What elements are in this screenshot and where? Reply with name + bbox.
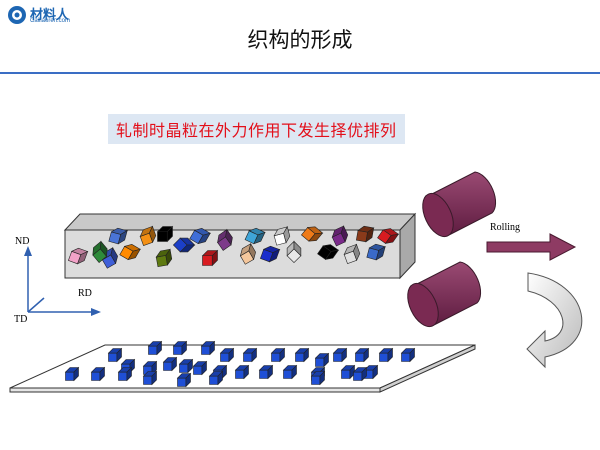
bar-grain: [189, 228, 212, 245]
bar-grain: [366, 243, 386, 261]
sheet-grains: [64, 340, 416, 388]
sheet-grain: [400, 347, 416, 363]
axis-label-td: TD: [14, 314, 27, 325]
sheet-grain: [172, 340, 188, 356]
sheet-grain: [162, 356, 178, 372]
sheet-grain: [64, 366, 80, 382]
bar-grain: [172, 237, 196, 253]
bar-grain: [301, 226, 324, 242]
bar-grain: [273, 226, 291, 246]
sheet-grain: [107, 347, 123, 363]
upper-roller: [422, 171, 497, 238]
bar-grain: [317, 244, 340, 260]
logo-icon: [8, 6, 26, 24]
sheet-grain: [142, 370, 158, 386]
sheet-grain: [176, 372, 192, 388]
bar-grains: [68, 225, 400, 269]
sheet-grain: [147, 340, 163, 356]
lower-roller: [407, 261, 482, 328]
bar-grain: [239, 242, 256, 265]
title-divider: [0, 72, 600, 74]
rolling-arrow: [486, 233, 577, 261]
bar-grain: [108, 227, 128, 245]
sheet-grain: [352, 366, 368, 382]
axis-triad: [24, 246, 101, 316]
sheet-grain: [208, 370, 224, 386]
page-title: 织构的形成: [247, 28, 353, 52]
bar-grain: [68, 247, 89, 265]
logo: 材料人 Cailiaoren.com: [6, 4, 96, 26]
sheet-grain: [332, 347, 348, 363]
bar-grain: [92, 240, 108, 263]
sheet-grain: [117, 366, 133, 382]
bar-grain: [343, 243, 361, 264]
sheet-grain: [242, 347, 258, 363]
sheet-grain: [354, 347, 370, 363]
bar-grain: [286, 240, 302, 264]
sheet-grain: [310, 370, 326, 386]
sheet-grain: [192, 360, 208, 376]
axis-label-rd: RD: [78, 288, 92, 299]
bar-grain: [217, 228, 233, 251]
subtitle-banner: 轧制时晶粒在外力作用下发生择优排列: [108, 114, 405, 144]
sheet-grain: [258, 364, 274, 380]
sheet-grain: [90, 366, 106, 382]
bar-grain: [331, 225, 349, 247]
rolled-sheet-edge: [9, 387, 381, 393]
bar-grain: [139, 225, 157, 246]
bar-grain: [355, 225, 375, 243]
logo-subtext: Cailiaoren.com: [30, 18, 71, 24]
rolled-bar: [63, 212, 417, 280]
sheet-grain: [178, 358, 194, 374]
sheet-grain: [219, 347, 235, 363]
sheet-grain: [234, 364, 250, 380]
rolling-label: Rolling: [490, 222, 520, 233]
sheet-grain: [200, 340, 216, 356]
bar-grain: [156, 225, 174, 243]
sheet-grain: [270, 347, 286, 363]
axis-label-nd: ND: [15, 236, 29, 247]
curved-arrow: [526, 272, 583, 369]
logo-text: 材料人: [30, 8, 70, 23]
bar-grain: [155, 248, 173, 268]
sheet-grain: [314, 352, 330, 368]
sheet-grain: [378, 347, 394, 363]
bar-grain: [377, 228, 400, 244]
bar-grain: [119, 244, 142, 261]
bar-grain: [244, 227, 266, 245]
sheet-grain: [282, 364, 298, 380]
bar-grain: [201, 249, 219, 267]
bar-grain: [260, 245, 281, 263]
rolled-sheet-side: [379, 344, 476, 393]
sheet-grain: [294, 347, 310, 363]
